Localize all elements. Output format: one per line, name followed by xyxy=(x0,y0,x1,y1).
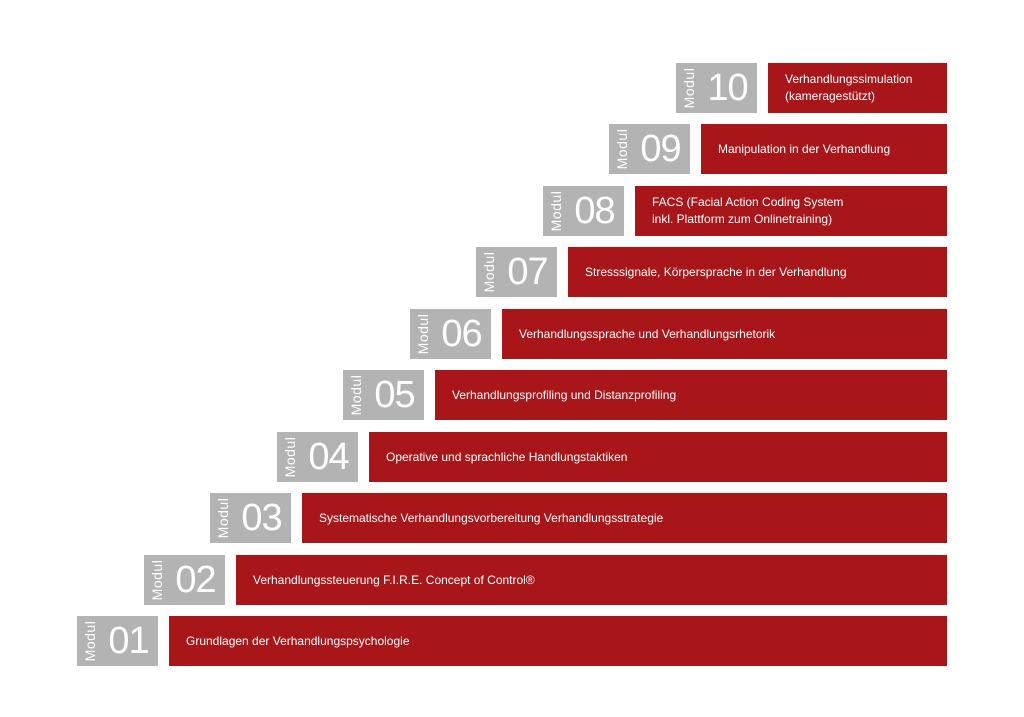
modul-label: Modul xyxy=(545,186,567,236)
module-row-03: Modul 03 Systematische Verhandlungsvorbere… xyxy=(210,493,947,543)
module-row-08: Modul 08 FACS (Facial Action Coding System… xyxy=(543,186,947,236)
module-number: 05 xyxy=(374,374,415,416)
module-number-box: Modul 07 xyxy=(476,247,557,297)
module-row-04: Modul 04 Operative und sprachliche Handlun… xyxy=(277,432,947,482)
module-row-06: Modul 06 Verhandlungssprache und Verhandlu… xyxy=(410,309,947,359)
modul-label-text: Modul xyxy=(82,620,98,662)
module-number: 10 xyxy=(707,67,748,109)
module-number-box: Modul 08 xyxy=(543,186,624,236)
modul-label: Modul xyxy=(79,616,101,666)
module-number-box: Modul 03 xyxy=(210,493,291,543)
modul-label-text: Modul xyxy=(548,190,564,232)
module-title: Grundlagen der Verhandlungspsychologie xyxy=(169,616,947,666)
modul-label-text: Modul xyxy=(282,436,298,478)
module-number-box: Modul 09 xyxy=(609,124,690,174)
module-row-05: Modul 05 Verhandlungsprofiling und Distanz… xyxy=(343,370,947,420)
module-number-box: Modul 10 xyxy=(676,63,757,113)
module-title: FACS (Facial Action Coding System inkl. … xyxy=(635,186,947,236)
module-title: Operative und sprachliche Handlungstakti… xyxy=(369,432,947,482)
module-number-box: Modul 01 xyxy=(77,616,158,666)
module-title: Verhandlungssteuerung F.I.R.E. Concept o… xyxy=(236,555,947,605)
modul-label: Modul xyxy=(279,432,301,482)
modul-label-text: Modul xyxy=(149,559,165,601)
modul-label-text: Modul xyxy=(415,313,431,355)
modul-label: Modul xyxy=(678,63,700,113)
module-title: Verhandlungsprofiling und Distanzprofili… xyxy=(435,370,947,420)
module-row-10: Modul 10 Verhandlungssimulation (kamerages… xyxy=(676,63,947,113)
module-title: Manipulation in der Verhandlung xyxy=(701,124,947,174)
module-number-box: Modul 02 xyxy=(144,555,225,605)
module-number: 09 xyxy=(640,128,681,170)
modul-label-text: Modul xyxy=(614,128,630,170)
modul-label-text: Modul xyxy=(481,251,497,293)
modul-label-text: Modul xyxy=(215,497,231,539)
module-title: Verhandlungssimulation (kameragestützt) xyxy=(768,63,947,113)
modul-label-text: Modul xyxy=(348,374,364,416)
module-number-box: Modul 04 xyxy=(277,432,358,482)
module-title: Systematische Verhandlungsvorbereitung V… xyxy=(302,493,947,543)
module-title: Verhandlungssprache und Verhandlungsrhet… xyxy=(502,309,947,359)
modul-label: Modul xyxy=(611,124,633,174)
module-number: 04 xyxy=(308,436,349,478)
module-row-09: Modul 09 Manipulation in der Verhandlung xyxy=(609,124,947,174)
modul-label: Modul xyxy=(146,555,168,605)
modul-label: Modul xyxy=(412,309,434,359)
modul-label: Modul xyxy=(478,247,500,297)
module-number: 07 xyxy=(507,251,548,293)
module-row-07: Modul 07 Stresssignale, Körpersprache in d… xyxy=(476,247,947,297)
module-number: 02 xyxy=(175,559,216,601)
module-number: 06 xyxy=(441,313,482,355)
modul-label: Modul xyxy=(212,493,234,543)
module-row-01: Modul 01 Grundlagen der Verhandlungspsycho… xyxy=(77,616,947,666)
modul-label-text: Modul xyxy=(681,67,697,109)
module-number-box: Modul 05 xyxy=(343,370,424,420)
module-title: Stresssignale, Körpersprache in der Verh… xyxy=(568,247,947,297)
module-number-box: Modul 06 xyxy=(410,309,491,359)
module-row-02: Modul 02 Verhandlungssteuerung F.I.R.E. Co… xyxy=(144,555,947,605)
module-number: 01 xyxy=(108,620,149,662)
modul-label: Modul xyxy=(345,370,367,420)
module-number: 08 xyxy=(574,190,615,232)
module-number: 03 xyxy=(241,497,282,539)
